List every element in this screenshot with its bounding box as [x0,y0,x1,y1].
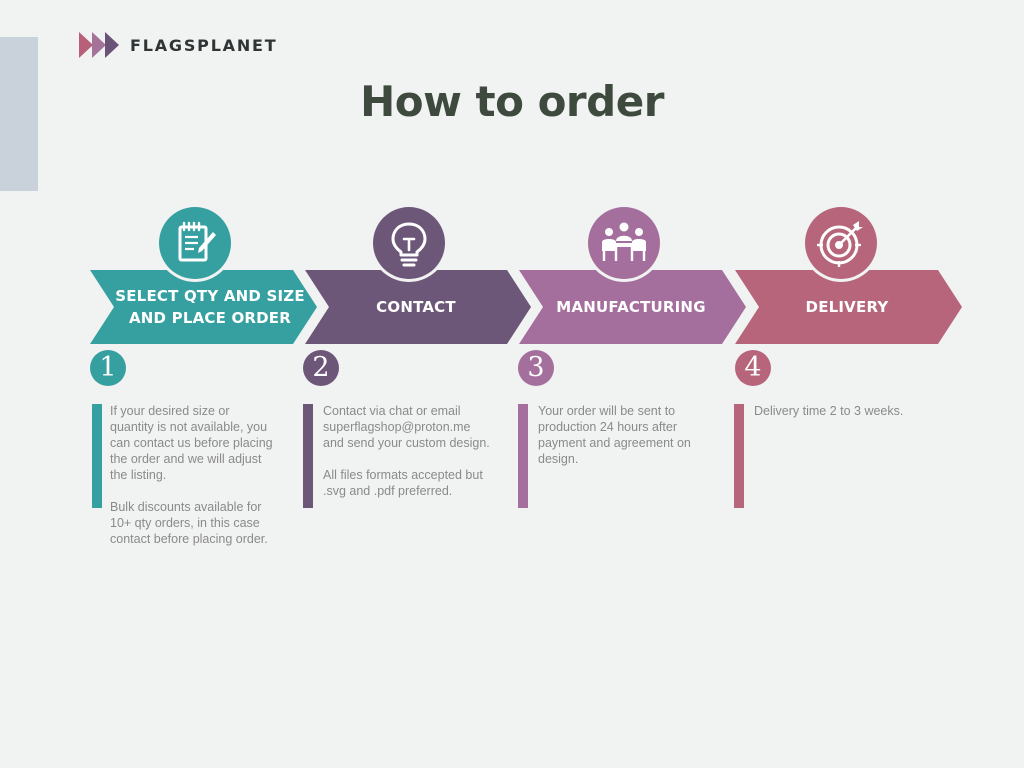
step-3-description: Your order will be sent to production 24… [538,403,720,467]
step-4-paragraph-1: Delivery time 2 to 3 weeks. [754,404,904,418]
step-4-description: Delivery time 2 to 3 weeks. [754,403,936,419]
step-2-icon-badge [373,207,445,279]
page-title: How to order [360,77,664,126]
step-4-number: 4 [735,350,771,386]
step-1-accent-bar [92,404,102,508]
step-3-number: 3 [518,350,554,386]
step-4-label: DELIVERY [805,298,889,316]
step-2-paragraph-1: Contact via chat or email superflagshop@… [323,404,490,450]
step-4-arrow [735,270,962,344]
step-3-icon-badge [588,207,660,279]
step-2-description: Contact via chat or email superflagshop@… [323,403,505,499]
step-2-label: CONTACT [376,298,456,316]
step-2-number: 2 [303,350,339,386]
step-3-arrow [519,270,746,344]
step-3-paragraph-1: Your order will be sent to production 24… [538,404,691,466]
notepad-pencil-icon [178,221,216,262]
step-4-accent-bar [734,404,744,508]
lightbulb-icon [391,222,427,267]
triple-chevron-logo-icon [79,32,119,58]
target-dart-icon [817,221,863,267]
step-1-description: If your desired size or quantity is not … [110,403,292,547]
step-2-arrow [305,270,531,344]
step-3-label: MANUFACTURING [556,298,706,316]
step-1-arrow [90,270,317,344]
step-1-icon-badge [159,207,231,279]
step-1-paragraph-2: Bulk discounts available for 10+ qty ord… [110,500,268,546]
brand: FLAGSPLANET [79,32,278,58]
side-accent-bar [0,37,38,191]
step-1-number: 1 [90,350,126,386]
step-2-paragraph-2: All files formats accepted but .svg and … [323,468,483,498]
brand-name: FLAGSPLANET [130,35,278,55]
step-2-accent-bar [303,404,313,508]
step-4-icon-badge [805,207,877,279]
step-3-accent-bar [518,404,528,508]
step-1-paragraph-1: If your desired size or quantity is not … [110,404,273,482]
meeting-table-icon [602,222,646,261]
